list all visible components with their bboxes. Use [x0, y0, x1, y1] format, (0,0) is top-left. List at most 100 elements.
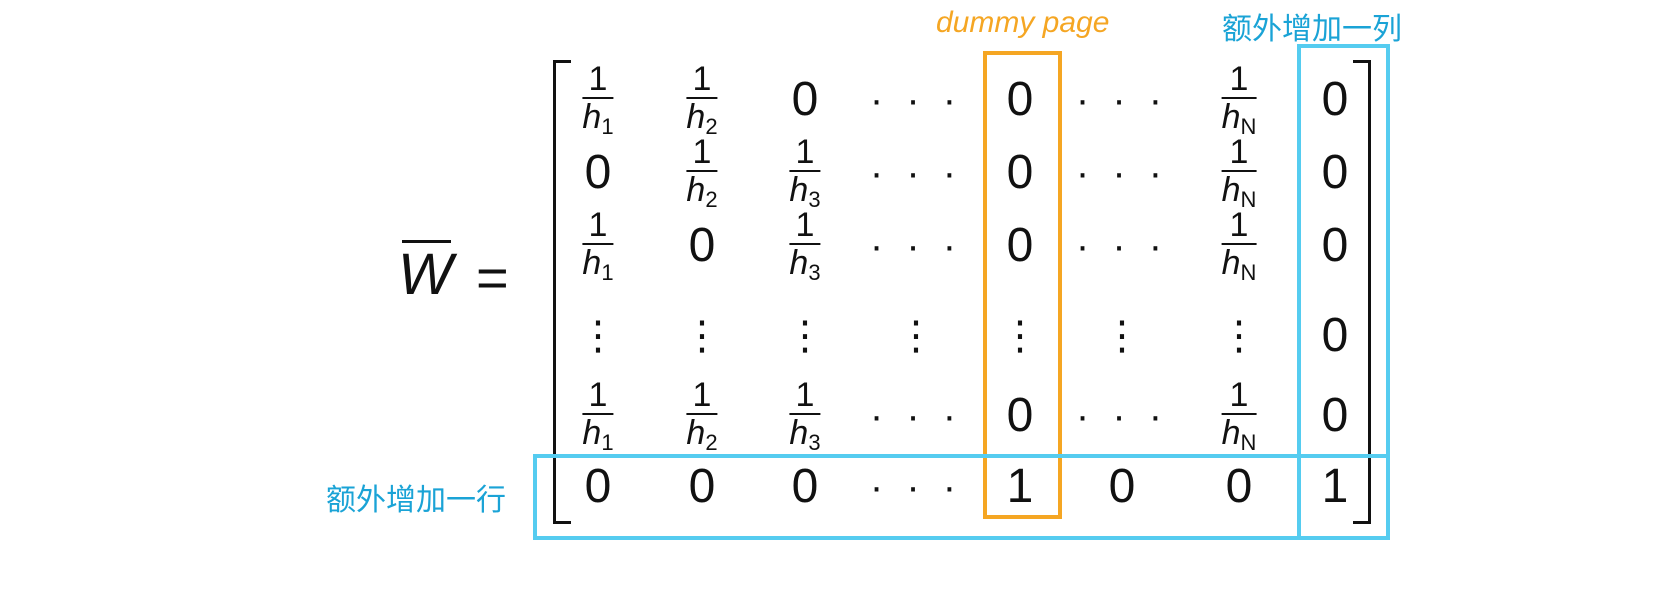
denominator-var: h	[686, 171, 706, 209]
denominator-subscript: 2	[705, 430, 718, 455]
matrix-cell-r1-c8: 0	[1321, 73, 1349, 126]
numerator: 1	[1229, 133, 1249, 171]
matrix-cell-r1-c3: 0	[791, 73, 819, 126]
denominator: h3	[789, 415, 820, 454]
denominator: h3	[789, 245, 820, 284]
fraction-bar	[1221, 170, 1257, 172]
w-symbol: W	[398, 240, 453, 307]
matrix-name: W	[398, 240, 453, 304]
matrix-cell-r3-c4: · · ·	[869, 224, 963, 268]
fraction-bar	[1221, 97, 1257, 99]
denominator-subscript: N	[1240, 187, 1257, 212]
denominator-subscript: 1	[601, 114, 614, 139]
denominator-subscript: N	[1240, 430, 1257, 455]
denominator-var: h	[1221, 98, 1241, 136]
denominator: h3	[789, 172, 820, 211]
numerator: 1	[1229, 206, 1249, 244]
denominator-var: h	[582, 244, 602, 282]
extra-row-label: 额外增加一行	[326, 483, 506, 518]
matrix-cell-r6-c7: 0	[1225, 460, 1253, 513]
numerator: 1	[795, 206, 815, 244]
denominator: h1	[582, 245, 613, 284]
matrix-cell-r4-c8: 0	[1321, 309, 1349, 362]
fraction-bar	[686, 97, 718, 99]
numerator: 1	[1229, 60, 1249, 98]
numerator: 1	[692, 376, 712, 414]
matrix-cell-r4-c5: ⋮	[1000, 314, 1040, 358]
matrix-cell-r1-c5: 0	[1006, 73, 1034, 126]
numerator: 1	[795, 133, 815, 171]
right-bracket	[1353, 60, 1371, 524]
denominator-var: h	[1221, 244, 1241, 282]
denominator: h2	[686, 172, 717, 211]
left-bracket	[553, 60, 571, 524]
fraction-bar	[582, 243, 614, 245]
matrix-cell-r3-c6: · · ·	[1075, 224, 1169, 268]
matrix-cell-r6-c8: 1	[1321, 460, 1349, 513]
fraction-bar	[1221, 243, 1257, 245]
extra-column-label: 额外增加一列	[1222, 12, 1402, 47]
matrix-cell-r1-c4: · · ·	[869, 78, 963, 122]
denominator-var: h	[1221, 414, 1241, 452]
fraction-bar	[1221, 413, 1257, 415]
denominator: hN	[1222, 415, 1257, 454]
denominator-subscript: 2	[705, 114, 718, 139]
matrix-cell-r2-c8: 0	[1321, 146, 1349, 199]
denominator-subscript: 1	[601, 430, 614, 455]
denominator: hN	[1222, 172, 1257, 211]
denominator-var: h	[582, 414, 602, 452]
matrix-cell-r3-c2: 0	[688, 219, 716, 272]
matrix-cell-r6-c3: 0	[791, 460, 819, 513]
matrix-cell-r4-c7: ⋮	[1219, 314, 1259, 358]
denominator-subscript: N	[1240, 114, 1257, 139]
matrix-cell-r5-c4: · · ·	[869, 394, 963, 438]
extra-row-highlight	[533, 454, 1390, 540]
numerator: 1	[588, 376, 608, 414]
denominator-var: h	[1221, 171, 1241, 209]
denominator: h1	[582, 415, 613, 454]
matrix-cell-r2-c4: · · ·	[869, 151, 963, 195]
denominator-var: h	[686, 98, 706, 136]
denominator-subscript: 1	[601, 260, 614, 285]
matrix-cell-r5-c8: 0	[1321, 389, 1349, 442]
fraction-bar	[789, 243, 821, 245]
matrix-cell-r4-c2: ⋮	[682, 314, 722, 358]
matrix-cell-r4-c6: ⋮	[1102, 314, 1142, 358]
fraction-bar	[686, 413, 718, 415]
fraction-bar	[789, 170, 821, 172]
fraction-bar	[582, 97, 614, 99]
denominator-subscript: 2	[705, 187, 718, 212]
matrix-cell-r6-c1: 0	[584, 460, 612, 513]
denominator-subscript: 3	[808, 187, 821, 212]
matrix-cell-r4-c1: ⋮	[578, 314, 618, 358]
numerator: 1	[588, 206, 608, 244]
numerator: 1	[588, 60, 608, 98]
dummy-page-column-highlight	[983, 51, 1062, 519]
matrix-cell-r6-c6: 0	[1108, 460, 1136, 513]
matrix-cell-r1-c6: · · ·	[1075, 78, 1169, 122]
matrix-cell-r6-c4: · · ·	[869, 465, 963, 509]
denominator-subscript: 3	[808, 430, 821, 455]
denominator-var: h	[789, 244, 809, 282]
numerator: 1	[692, 60, 712, 98]
matrix-cell-r4-c4: ⋮	[896, 314, 936, 358]
